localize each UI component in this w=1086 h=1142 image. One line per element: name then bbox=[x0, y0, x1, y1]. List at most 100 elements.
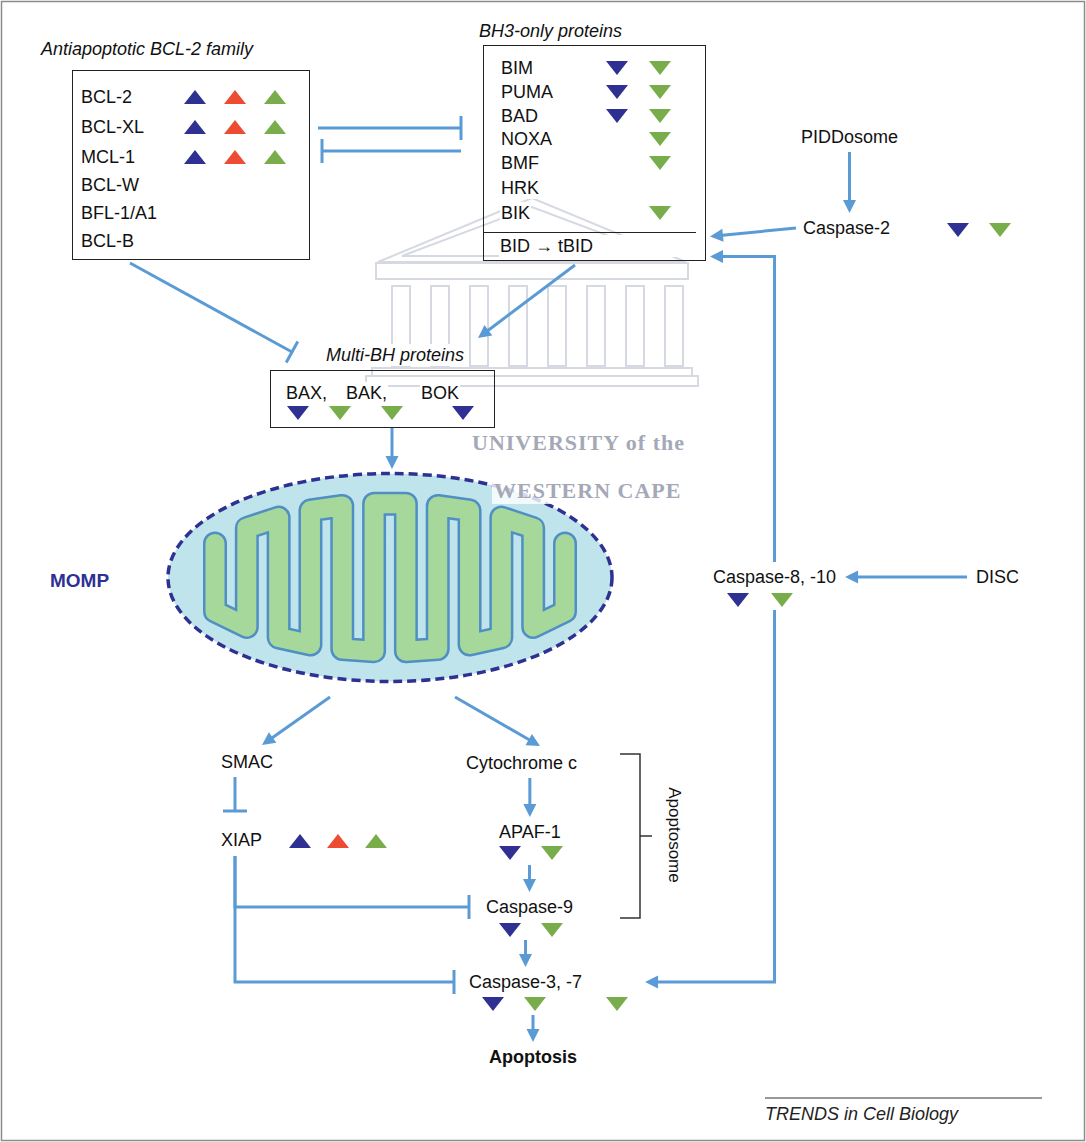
node-text: Caspase-3, -7 bbox=[468, 971, 583, 993]
complex-label: PIDDosome bbox=[800, 126, 899, 148]
node-text: BAK, bbox=[345, 382, 388, 404]
connector-line bbox=[391, 428, 394, 459]
expression-triangle bbox=[541, 923, 563, 937]
inhibition-bar bbox=[321, 139, 324, 163]
protein-name: BCL-XL bbox=[80, 116, 145, 138]
expression-triangle bbox=[184, 150, 206, 164]
arrowhead bbox=[478, 325, 492, 338]
connector-line bbox=[235, 856, 454, 982]
expression-triangle bbox=[264, 90, 286, 104]
arrowhead bbox=[710, 250, 723, 263]
caspase-label: Caspase-8, -10 bbox=[712, 566, 837, 588]
apoptosome-bracket bbox=[620, 754, 652, 918]
inhibition-connector bbox=[235, 856, 454, 994]
watermark: WESTERN CAPE bbox=[492, 478, 683, 504]
expression-triangle bbox=[649, 206, 671, 220]
caspase-label: Caspase-3, -7 bbox=[468, 971, 583, 993]
expression-triangle bbox=[224, 120, 246, 134]
node-text: Apoptosis bbox=[488, 1046, 578, 1068]
arrowhead bbox=[262, 732, 276, 745]
protein-name: NOXA bbox=[500, 128, 553, 150]
activation-arrow bbox=[645, 610, 774, 989]
inhibition-connector bbox=[223, 777, 247, 811]
node-text: BOK bbox=[420, 382, 460, 404]
expression-triangle bbox=[541, 846, 563, 860]
expression-triangle bbox=[184, 90, 206, 104]
arrowhead bbox=[386, 456, 399, 469]
expression-triangle bbox=[184, 120, 206, 134]
node-text: Caspase-2 bbox=[802, 217, 891, 239]
expression-triangle bbox=[771, 593, 793, 607]
expression-triangle bbox=[649, 109, 671, 123]
arrowhead bbox=[645, 976, 658, 989]
expression-triangle bbox=[482, 997, 504, 1011]
node-text: NOXA bbox=[500, 128, 553, 150]
expression-triangle bbox=[727, 593, 749, 607]
node-text: SMAC bbox=[220, 751, 274, 773]
expression-triangle bbox=[381, 406, 403, 420]
inhibition-bar bbox=[223, 810, 247, 813]
protein-name: MCL-1 bbox=[80, 146, 136, 168]
expression-triangle bbox=[524, 997, 546, 1011]
complex-label: DISC bbox=[975, 566, 1020, 588]
node-text: BIM bbox=[500, 57, 534, 79]
node-text: BAX, bbox=[285, 382, 328, 404]
credit-rule bbox=[765, 1097, 1042, 1098]
protein-family-box: Multi-BH proteinsBAX,BAK,BOK bbox=[270, 370, 495, 428]
connector-line bbox=[848, 152, 851, 203]
protein-name: BMF bbox=[500, 152, 540, 174]
node-text: BMF bbox=[500, 152, 540, 174]
protein-name: BAX, bbox=[285, 382, 328, 404]
group-heading: Antiapoptotic BCL-2 family bbox=[40, 38, 254, 60]
protein-name: BCL-W bbox=[80, 174, 140, 196]
protein-family-box: BH3-only proteinsBIMPUMABADNOXABMFHRKBIK… bbox=[483, 45, 706, 261]
arrowhead bbox=[523, 804, 536, 817]
connector-line bbox=[455, 697, 531, 741]
node-text: BCL-XL bbox=[80, 116, 145, 138]
activation-arrow bbox=[519, 940, 532, 967]
node-text: HRK bbox=[500, 177, 540, 199]
activation-arrow bbox=[523, 865, 536, 892]
expression-triangle bbox=[289, 834, 311, 848]
outcome-label: Apoptosis bbox=[488, 1046, 578, 1068]
node-text: BID → tBID bbox=[499, 235, 696, 257]
expression-triangle bbox=[649, 61, 671, 75]
bracket-label: Apoptosome bbox=[664, 787, 684, 882]
protein-family-box: Antiapoptotic BCL-2 familyBCL-2BCL-XLMCL… bbox=[72, 70, 310, 260]
expression-triangle bbox=[989, 223, 1011, 237]
expression-triangle bbox=[606, 997, 628, 1011]
protein-name: PUMA bbox=[500, 81, 554, 103]
expression-triangle bbox=[649, 85, 671, 99]
inhibition-connector bbox=[235, 856, 469, 919]
node-text: Caspase-9 bbox=[485, 896, 574, 918]
expression-triangle bbox=[365, 834, 387, 848]
inner-membrane bbox=[215, 504, 565, 651]
inhibition-bar bbox=[453, 970, 456, 994]
protein-label: Cytochrome c bbox=[465, 752, 578, 774]
protein-name: BIK bbox=[500, 202, 531, 224]
connector-line bbox=[234, 777, 237, 811]
node-text: PIDDosome bbox=[800, 126, 899, 148]
activation-arrow bbox=[523, 778, 536, 817]
caspase-label: Caspase-9 bbox=[485, 896, 574, 918]
node-text: BCL-W bbox=[80, 174, 140, 196]
node-text: BCL-B bbox=[80, 230, 135, 252]
connector-line bbox=[720, 228, 796, 236]
protein-name: HRK bbox=[500, 177, 540, 199]
expression-triangle bbox=[224, 150, 246, 164]
connector-line bbox=[130, 263, 292, 352]
arrowhead bbox=[523, 879, 536, 892]
group-heading: BH3-only proteins bbox=[478, 20, 623, 42]
expression-triangle bbox=[264, 120, 286, 134]
activation-arrow bbox=[478, 265, 575, 338]
node-text: DISC bbox=[975, 566, 1020, 588]
protein-name: BIM bbox=[500, 57, 534, 79]
connector-line bbox=[235, 856, 469, 907]
node-text: BFL-1/A1 bbox=[80, 202, 158, 224]
node-text: BIK bbox=[500, 202, 531, 224]
protein-label: XIAP bbox=[220, 829, 263, 851]
node-text: BCL-2 bbox=[80, 86, 133, 108]
expression-triangle bbox=[224, 90, 246, 104]
connector-line bbox=[270, 697, 330, 739]
